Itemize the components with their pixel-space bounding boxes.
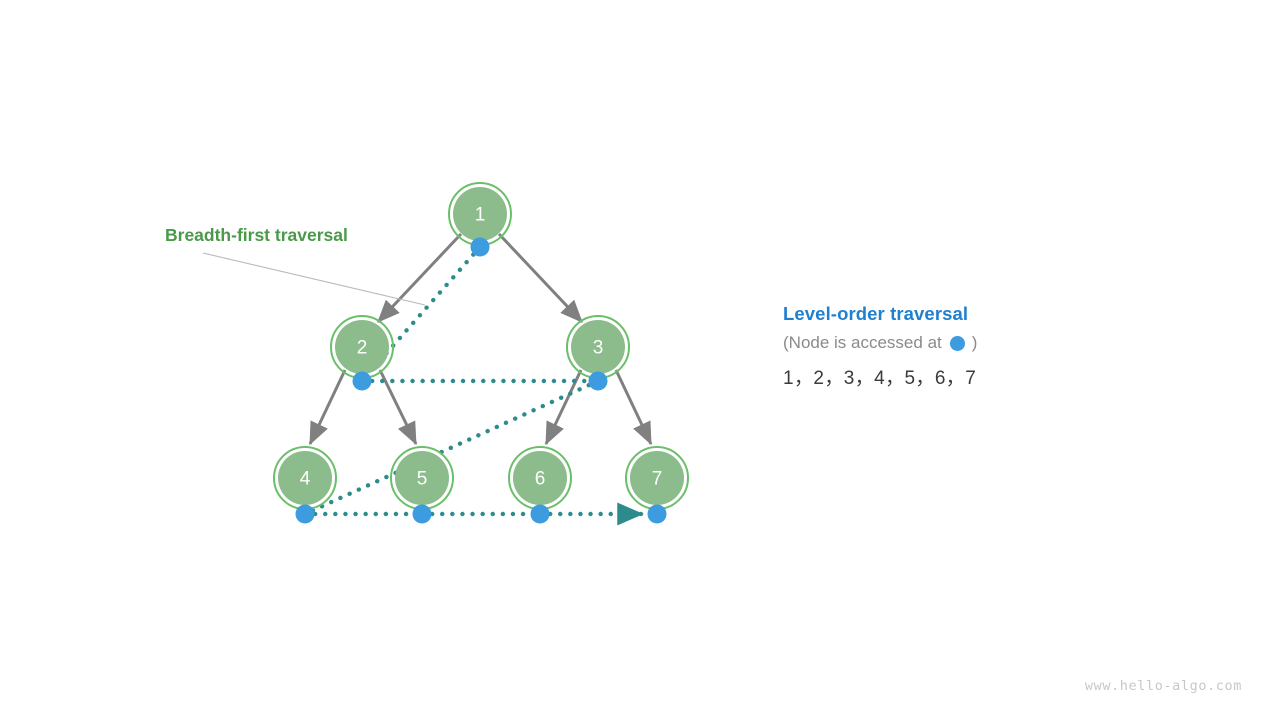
breadth-first-traversal-label: Breadth-first traversal — [165, 225, 348, 245]
visit-dot-node-7[interactable] — [647, 504, 667, 524]
tree-node-2[interactable]: 2 — [330, 315, 394, 379]
visit-dot-node-6[interactable] — [530, 504, 550, 524]
node-circle — [395, 451, 449, 505]
node-label: 7 — [652, 469, 663, 490]
edge-2-4 — [308, 369, 347, 446]
legend-note: (Node is accessed at ) — [783, 333, 1203, 353]
node-circle — [630, 451, 684, 505]
path-segment-1-2 — [359, 244, 483, 384]
tree-node-6[interactable]: 6 — [508, 446, 572, 510]
tree-node-3[interactable]: 3 — [566, 315, 630, 379]
tree-node-4[interactable]: 4 — [273, 446, 337, 510]
visit-dot-icon — [949, 335, 965, 351]
visit-dot-node-1[interactable] — [470, 237, 490, 257]
node-label: 5 — [417, 469, 428, 490]
legend-panel: Level-order traversal (Node is accessed … — [783, 303, 1203, 390]
traversal-sequence: 1，2，3，4，5，6，7 — [783, 367, 977, 389]
edge-2-5 — [378, 369, 418, 446]
visit-dot-node-4[interactable] — [295, 504, 315, 524]
visit-dot-node-3[interactable] — [588, 371, 608, 391]
node-circle — [335, 320, 389, 374]
watermark: www.hello-algo.com — [1084, 678, 1242, 694]
node-circle — [571, 320, 625, 374]
tree-node-5[interactable]: 5 — [390, 446, 454, 510]
legend-title: Level-order traversal — [783, 303, 969, 324]
node-label: 1 — [475, 205, 486, 226]
legend-note-prefix: (Node is accessed at — [783, 333, 942, 352]
tree-node-1[interactable]: 1 — [448, 182, 512, 246]
visit-markers — [295, 237, 667, 524]
node-label: 3 — [593, 338, 604, 359]
node-circle — [278, 451, 332, 505]
node-circle — [453, 187, 507, 241]
edge-1-2 — [376, 232, 463, 324]
edge-1-3 — [497, 232, 584, 324]
traversal-path — [302, 244, 644, 526]
node-label: 4 — [300, 469, 311, 490]
visit-dot-node-2[interactable] — [352, 371, 372, 391]
path-segment-3-4 — [302, 378, 601, 517]
visit-dot-node-5[interactable] — [412, 504, 432, 524]
tree-node-7[interactable]: 7 — [625, 446, 689, 510]
edge-3-7 — [614, 369, 653, 446]
node-circle — [513, 451, 567, 505]
annotation-leader-line — [202, 252, 426, 306]
node-label: 6 — [535, 469, 546, 490]
legend-note-suffix: ) — [971, 333, 978, 352]
node-label: 2 — [357, 338, 368, 359]
